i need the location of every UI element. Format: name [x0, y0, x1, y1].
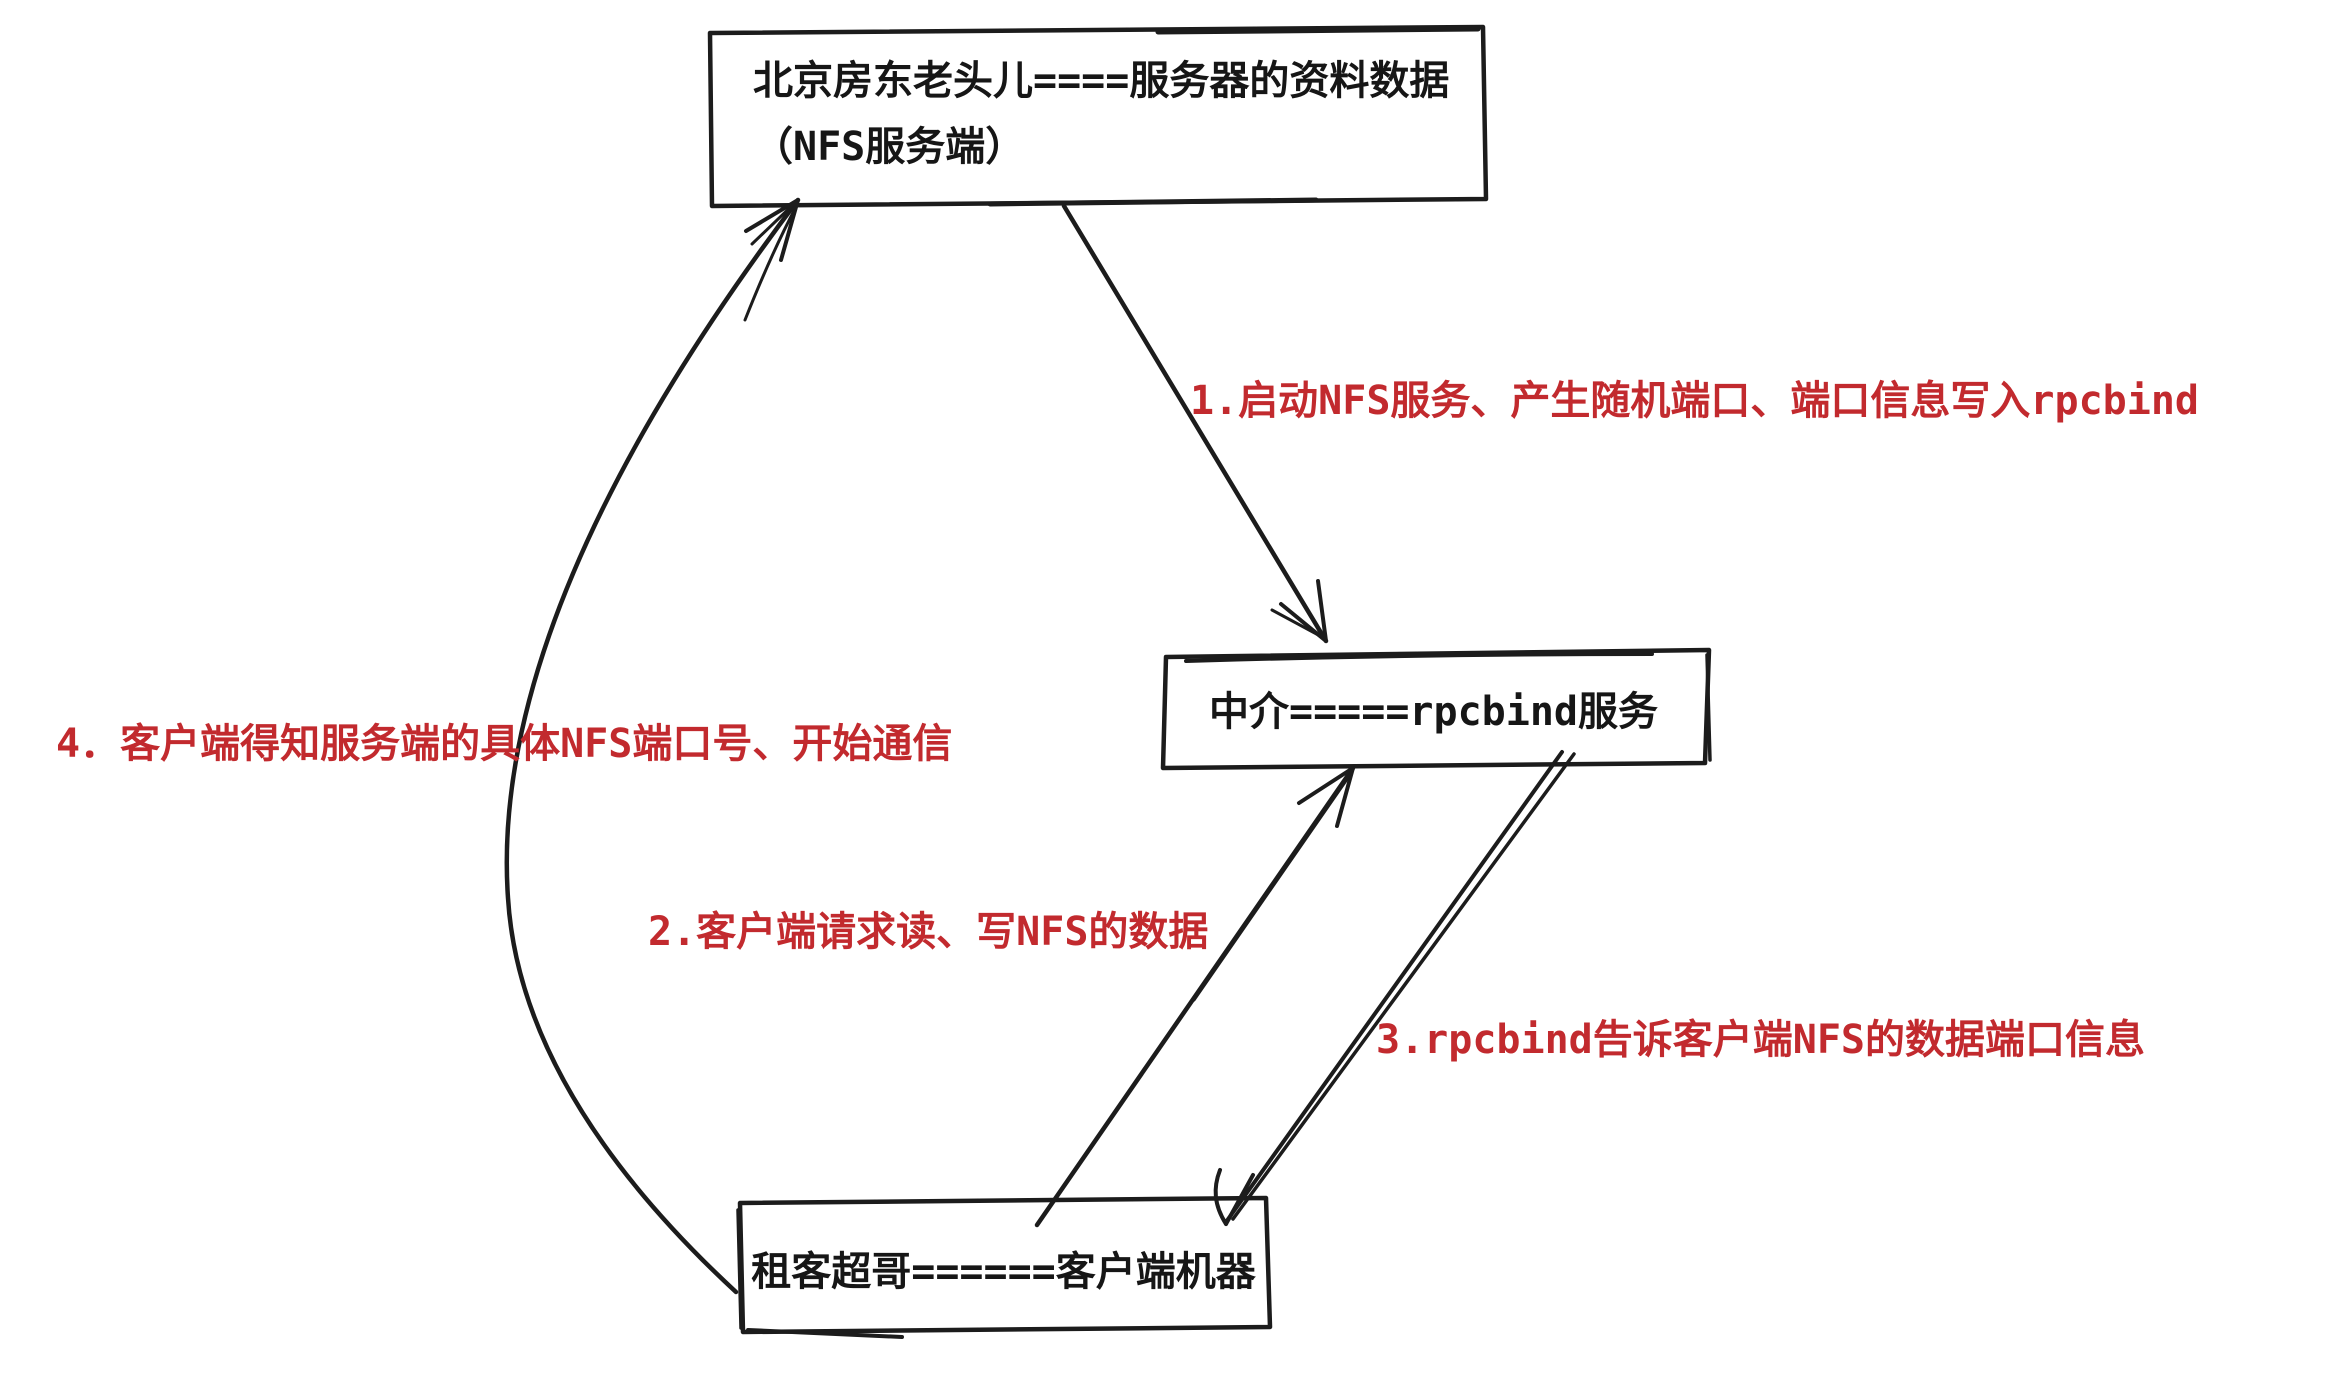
node-nfs-server-line2: （NFS服务端） [753, 124, 1026, 170]
arrow-step3-barb-right [1224, 1173, 1255, 1226]
arrow-step4-shaft-overdraw [743, 205, 798, 322]
node-rpcbind: 中介=====rpcbind服务 [1163, 648, 1712, 762]
client-box-overdraw-left [736, 1208, 743, 1330]
arrow-step3 [1213, 750, 1576, 1226]
arrow-step2-barb-bottom [1335, 766, 1355, 828]
arrow-step3-barb-left [1213, 1168, 1228, 1226]
node-nfs-server: 北京房东老头儿====服务器的资料数据 （NFS服务端） [707, 26, 1486, 206]
arrow-step2-barb-left [1297, 766, 1355, 805]
arrow-step1-shaft [1061, 203, 1329, 644]
node-client-label: 租客超哥======客户端机器 [751, 1249, 1256, 1295]
step1-label: 1.启动NFS服务、产生随机端口、端口信息写入rpcbind [1190, 378, 2199, 424]
arrow-step1 [1061, 203, 1329, 644]
server-box-overdraw-top [1155, 26, 1481, 35]
rpcbind-box-overdraw-right [1705, 653, 1712, 762]
node-rpcbind-border [1160, 647, 1712, 771]
client-box-outline [737, 1195, 1273, 1335]
arrow-step1-barb-top [1316, 579, 1328, 643]
server-box-overdraw-bottom [987, 197, 1319, 207]
step2-label: 2.客户端请求读、写NFS的数据 [648, 909, 1209, 955]
node-client-border [736, 1195, 1273, 1339]
arrow-step2 [1034, 765, 1356, 1228]
arrow-step4-barb-left-overdraw [750, 198, 800, 246]
node-client: 租客超哥======客户端机器 [737, 1198, 1270, 1330]
arrow-step4-barb-bottom [779, 198, 800, 262]
rpcbind-box-outline [1160, 647, 1712, 771]
node-rpcbind-label: 中介=====rpcbind服务 [1209, 689, 1658, 735]
arrow-step4-shaft [504, 197, 801, 1295]
arrow-step3-shaft [1224, 750, 1564, 1224]
rpcbind-box-overdraw-top [1184, 652, 1654, 663]
step4-label: 4．客户端得知服务端的具体NFS端口号、开始通信 [56, 721, 953, 767]
arrow-step4-barb-left [744, 198, 800, 233]
client-box-overdraw-bottom [746, 1328, 904, 1339]
arrow-step2-shaft-overdraw [1192, 770, 1354, 1002]
node-nfs-server-line1: 北京房东老头儿====服务器的资料数据 [753, 58, 1450, 104]
arrow-step3-shaft-overdraw [1231, 752, 1576, 1221]
node-server-border [707, 24, 1489, 209]
arrow-step1-barb-overdraw [1270, 608, 1324, 639]
arrow-step4 [504, 197, 801, 1295]
step3-label: 3.rpcbind告诉客户端NFS的数据端口信息 [1376, 1017, 2145, 1063]
